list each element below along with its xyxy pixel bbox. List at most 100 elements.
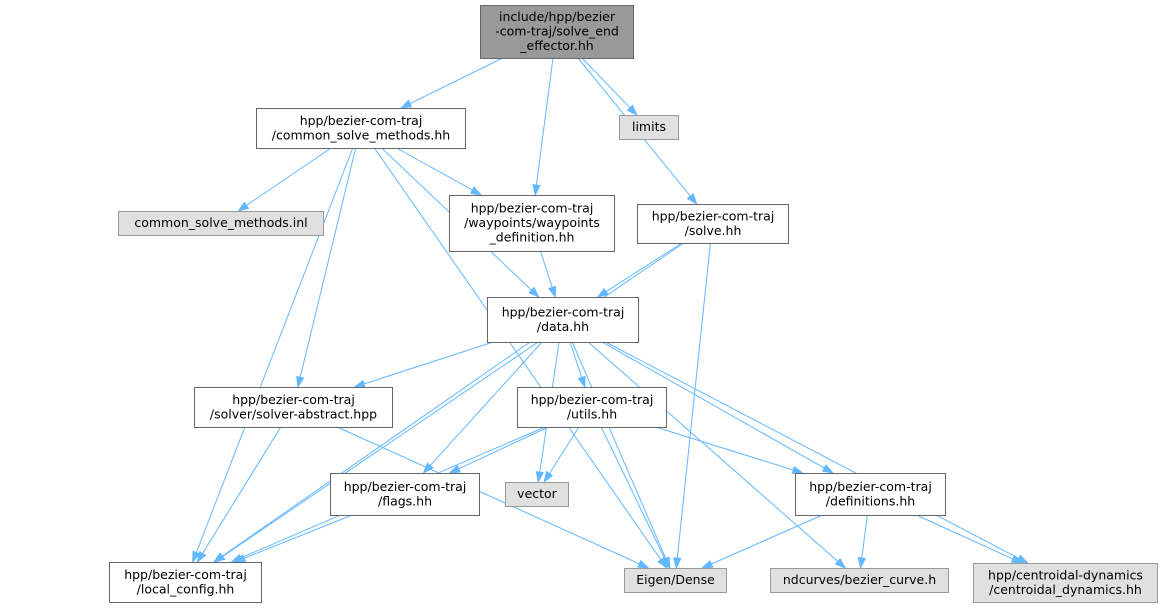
node-definitions_hh[interactable]: hpp/bezier-com-traj/definitions.hh [795,473,946,516]
node-solver_abstract[interactable]: hpp/bezier-com-traj/solver/solver-abstra… [194,387,393,428]
edges-layer [192,57,1030,570]
arrowhead [857,557,867,570]
node-root[interactable]: include/hpp/bezier-com-traj/solve_end_ef… [480,5,634,59]
node-label-line: /solve.hh [685,223,742,238]
edge-line [571,341,667,559]
edge-line [222,242,685,557]
node-box [194,387,393,428]
node-label-line: /waypoints/waypoints [464,215,600,230]
edge-data_hh-to-solver_abstract [353,341,494,388]
edge-line [861,514,868,559]
node-box [256,108,466,149]
edge-line [396,147,473,191]
node-box [505,482,569,507]
edge-utils_hh-to-vector [543,426,580,484]
edge-line [363,341,494,385]
edge-line [548,426,580,474]
node-label-line: hpp/bezier-com-traj [531,392,654,407]
node-label-line: hpp/bezier-com-traj [344,479,467,494]
node-box [109,562,262,603]
edge-root-to-common_solve_methods_hh [399,57,503,109]
node-label-line: /local_config.hh [137,581,235,596]
edge-root-to-waypoints_definition [532,57,554,197]
node-data_hh[interactable]: hpp/bezier-com-traj/data.hh [487,297,639,343]
node-label-line: hpp/bezier-com-traj [232,392,355,407]
arrowhead [577,375,586,389]
node-flags_hh[interactable]: hpp/bezier-com-traj/flags.hh [330,473,480,516]
node-label-line: /definitions.hh [826,493,915,508]
node-box [449,195,615,252]
arrowhead [834,557,847,570]
node-label-line: _effector.hh [519,38,593,53]
arrowhead [212,552,225,563]
edge-line [373,147,662,561]
node-local_config[interactable]: hpp/bezier-com-traj/local_config.hh [109,562,262,603]
node-box [517,387,667,428]
edge-data_hh-to-bezier_curve [587,341,847,570]
arrowhead [700,559,714,569]
edge-line [429,341,543,466]
edge-line [711,514,823,565]
edge-line [336,426,640,565]
node-label-line: /common_solve_methods.hh [272,127,450,142]
node-label-line: limits [632,119,666,134]
arrowhead [236,201,250,212]
edge-solve_hh-to-eigen_dense [673,242,711,570]
nodes-layer: include/hpp/bezier-com-traj/solve_end_ef… [109,5,1158,603]
edge-line [221,341,531,557]
edge-line [605,341,1020,559]
node-waypoints_definition[interactable]: hpp/bezier-com-traj/waypoints/waypoints_… [449,195,615,252]
node-label-line: /flags.hh [378,493,432,508]
edge-definitions_hh-to-centroidal_dynamics [916,514,1024,564]
arrowhead [296,375,305,389]
edge-solver_abstract-to-eigen_dense [336,426,650,569]
edge-root-to-limits [581,57,638,117]
arrowhead [233,554,247,563]
arrowhead [528,286,540,299]
node-label-line: Eigen/Dense [636,572,715,587]
arrowhead [821,464,835,474]
arrowhead [686,193,698,206]
edge-line [587,341,839,562]
node-label-line: hpp/bezier-com-traj [652,208,775,223]
edge-data_hh-to-local_config [212,341,531,563]
node-vector: vector [505,482,569,507]
edge-common_solve_methods_hh-to-local_config [192,147,354,564]
node-limits: limits [619,115,679,140]
node-label-line: vector [517,486,558,501]
edge-line [409,57,503,105]
node-common_solve_methods_hh[interactable]: hpp/bezier-com-traj/common_solve_methods… [256,108,466,149]
arrowhead [196,550,207,564]
node-label-line: ndcurves/bezier_curve.h [783,572,936,587]
node-label-line: /utils.hh [567,406,617,421]
edge-line [202,426,282,554]
edge-line [605,242,683,293]
edge-data_hh-to-eigen_dense [571,341,671,570]
node-label-line: _definition.hh [489,230,575,245]
edge-utils_hh-to-flags_hh [448,426,549,474]
edge-solver_abstract-to-local_config [196,426,282,564]
node-label-line: hpp/bezier-com-traj [471,201,594,216]
arrowhead [791,465,805,474]
edge-line [299,147,357,378]
edge-common_solve_methods_hh-to-solver_abstract [296,147,357,389]
edge-solve_hh-to-data_hh [596,242,683,298]
arrowhead [535,471,544,484]
node-utils_hh[interactable]: hpp/bezier-com-traj/utils.hh [517,387,667,428]
edge-utils_hh-to-definitions_hh [655,426,805,474]
node-label-line: include/hpp/bezier [499,9,616,24]
node-solve_hh[interactable]: hpp/bezier-com-traj/solve.hh [637,204,789,244]
edge-line [676,242,711,559]
node-label-line: hpp/bezier-com-traj [300,113,423,128]
node-label-line: common_solve_methods.inl [134,215,307,230]
node-box [619,115,679,140]
node-common_solve_methods_inl: common_solve_methods.inl [118,211,324,236]
arrowhead [448,464,461,474]
edge-definitions_hh-to-eigen_dense [700,514,823,569]
node-bezier_curve: ndcurves/bezier_curve.h [770,568,949,593]
node-box [487,297,639,343]
arrowhead [399,99,413,109]
arrowhead [532,184,541,197]
node-box [480,5,634,59]
node-box [770,568,949,593]
